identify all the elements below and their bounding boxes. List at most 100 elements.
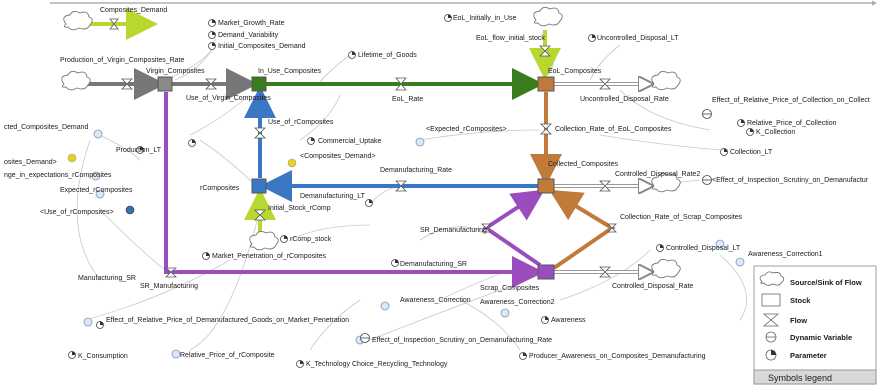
dynamic-variable-icon xyxy=(415,137,425,147)
cloud-icon xyxy=(759,271,785,286)
lifetime-label: Lifetime_of_Goods xyxy=(358,52,417,59)
awareness-correction-label: Awareness_Correction xyxy=(400,297,471,304)
use-rcomposites-ref-label: <Use_of_rComposites> xyxy=(40,209,114,216)
legend-label-parameter: Parameter xyxy=(790,351,827,360)
demanufacturing-lt-label: Demanufacturing_LT xyxy=(300,193,366,200)
cloud-icon xyxy=(651,70,681,91)
stock-collected xyxy=(537,178,555,194)
commercial-uptake-label: Commercial_Uptake xyxy=(318,138,382,145)
inuse-composites-label: In_Use_Composites xyxy=(258,68,322,75)
dynamic-variable-icon xyxy=(91,171,101,181)
collection-lt-label: Collection_LT xyxy=(730,149,773,156)
legend-label-flow: Flow xyxy=(790,316,807,325)
cloud-icon xyxy=(651,172,681,193)
collection-rate-eol-label: Collection_Rate_of_EoL_Composites xyxy=(555,126,672,133)
dynamic-variable-icon xyxy=(500,308,510,318)
collection-scrap-valve-icon xyxy=(607,223,617,233)
yellow-variable-icon xyxy=(287,158,297,168)
scrap-composites-label: Scrap_Composites xyxy=(480,285,540,292)
k-technology-label: K_Technology xyxy=(306,361,350,368)
controlled-rate2-label: Controlled_Disposal_Rate2 xyxy=(615,171,700,178)
eol-flow-initial-label: EoL_flow_initial_stock xyxy=(476,35,545,42)
symbols-legend: Source/Sink of Flow Stock Flow Dynamic V… xyxy=(753,265,877,385)
legend-label-stock: Stock xyxy=(790,296,811,305)
cloud-icon xyxy=(249,230,279,251)
awareness-label: Awareness xyxy=(551,317,586,324)
eol-valve-icon xyxy=(395,77,407,91)
demanufacturing-rate-label: Demanufacturing_Rate xyxy=(380,167,452,174)
collection-scrap-flow-pipe xyxy=(549,189,616,270)
composites-demand-label: Composites_Demand xyxy=(100,7,167,14)
stock-box-icon xyxy=(761,293,781,307)
dynamic-variable-icon xyxy=(380,301,390,311)
eol-initially-label: EoL_Initially_in_Use xyxy=(453,15,517,22)
stock-scrap xyxy=(537,264,555,280)
use-virgin-valve-icon xyxy=(205,78,217,90)
collected-composites-label: Collected_Composites xyxy=(548,161,619,168)
effect-price-demanuf-label: Effect_of_Relative_Price_of_Demanufactur… xyxy=(106,317,349,324)
controlled2-valve-icon xyxy=(599,180,611,192)
sr-manufacturing-valve-icon xyxy=(164,267,178,278)
controlled-rate-label: Controlled_Disposal_Rate xyxy=(612,283,693,290)
use-virgin-label: Use_of_Virgin_Composites xyxy=(186,95,271,102)
production-lt-label: Production_LT xyxy=(116,147,162,154)
market-growth-label: Market_Growth_Rate xyxy=(218,20,285,27)
diagram-labels: Composites_Demand Market_Growth_Rate Dem… xyxy=(4,7,870,368)
initial-rcomp-valve-icon xyxy=(254,209,266,221)
eol-initial-valve-icon xyxy=(539,45,551,57)
controlled-valve-icon xyxy=(599,266,611,278)
production-rate-label: Production_of_Virgin_Composites_Rate xyxy=(60,57,184,64)
cloud-icon xyxy=(533,6,563,27)
sr-manufacturing-flow-pipe xyxy=(164,92,544,288)
expected-composites-demand-label: cted_Composites_Demand xyxy=(4,124,89,131)
demanufacturing-sr-label: Demanufacturing_SR xyxy=(400,261,467,268)
demand-variability-label: Demand_Variability xyxy=(218,32,279,39)
use-rcomposites-label: Use_of_rComposites xyxy=(268,119,334,126)
rcomp-stock-label: rComp_stock xyxy=(290,236,332,243)
sr-demanufacturing-valve-icon xyxy=(481,223,491,233)
cloud-icon xyxy=(63,10,93,31)
rcomposites-label: rComposites xyxy=(200,185,240,192)
initial-demand-label: Initial_Composites_Demand xyxy=(218,43,306,50)
sr-demanufacturing-label: SR_Demanufacturing xyxy=(420,227,487,234)
effect-inspection-rate-label: Effect_of_Inspection_Scrutiny_on_Demanuf… xyxy=(372,337,552,344)
stock-eol xyxy=(537,76,555,92)
effect-price-collection-label: Effect_of_Relative_Price_of_Collection_o… xyxy=(712,97,870,104)
demanufacturing-valve-icon xyxy=(395,180,407,192)
legend-label-source: Source/Sink of Flow xyxy=(790,278,862,287)
awareness-correction2-label: Awareness_Correction2 xyxy=(480,299,555,306)
production-valve-icon xyxy=(121,78,133,90)
stock-inuse xyxy=(251,76,267,92)
k-collection-label: K_Collection xyxy=(756,129,795,136)
awareness-correction1-label: Awareness_Correction1 xyxy=(748,251,823,258)
composites-demand-ref-label: <Composites_Demand> xyxy=(300,153,376,160)
hourglass-icon xyxy=(762,313,780,327)
eol-rate-label: EoL_Rate xyxy=(392,96,423,103)
expected-rcomposites-label: Expected_rComposites xyxy=(60,187,133,194)
dynamic-variable-icon xyxy=(93,129,103,139)
dynamic-variable-icon xyxy=(83,317,93,327)
use-rcomposites-valve-icon xyxy=(254,127,266,139)
stock-rcomposites xyxy=(251,178,267,194)
uncontrolled-rate-label: Uncontrolled_Disposal_Rate xyxy=(580,96,669,103)
eol-composites-label: EoL_Composites xyxy=(548,68,602,75)
collection-rate-scrap-label: Collection_Rate_of_Scrap_Composites xyxy=(620,214,743,221)
k-consumption-label: K_Consumption xyxy=(78,353,128,360)
stock-virgin xyxy=(157,76,173,92)
legend-label-dynamic: Dynamic Variable xyxy=(790,333,852,342)
controlled-lt-label: Controlled_Disposal_LT xyxy=(666,245,741,252)
uncontrolled-lt-label: Uncontrolled_Disposal_LT xyxy=(597,35,679,42)
parameters xyxy=(68,14,754,368)
dynamic-variable-icon xyxy=(715,239,725,249)
relative-price-rcomposite-label: Relative_Price_of_rComposite xyxy=(180,352,275,359)
market-penetration-label: Market_Penetration_of_rComposites xyxy=(212,253,327,260)
relative-price-collection-label: Relative_Price_of_Collection xyxy=(747,120,837,127)
demand-valve-icon xyxy=(109,18,119,30)
cloud-icon xyxy=(651,258,681,279)
initial-stock-rcomp-label: Initial_Stock_rComp xyxy=(268,205,331,212)
dynamic-variable-icon xyxy=(735,257,745,267)
choice-recycling-label: Choice_Recycling_Technology xyxy=(352,361,448,368)
legend-title: Symbols legend xyxy=(768,373,832,383)
nge-expectations-label: nge_in_expectations_rComposites xyxy=(4,172,112,179)
yellow-variable-icon xyxy=(67,153,77,163)
